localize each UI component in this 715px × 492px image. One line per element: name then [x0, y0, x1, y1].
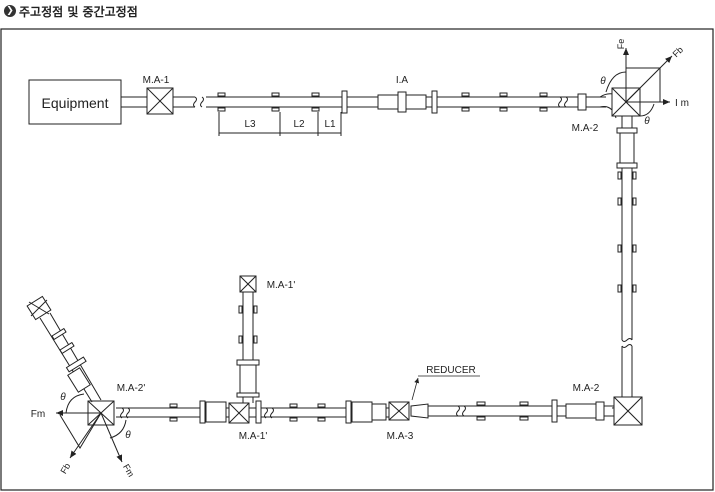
theta-top-2: θ	[644, 116, 650, 127]
ma1-prime-top-label: M.A-1'	[267, 280, 296, 291]
l3-label: L3	[244, 119, 256, 130]
ma2-prime-label: M.A-2'	[117, 383, 146, 394]
l2-label: L2	[293, 119, 305, 130]
ia-label: I.A	[396, 75, 409, 86]
ma1-prime-bottom-label: M.A-1'	[239, 431, 268, 442]
ma1-label: M.A-1	[143, 75, 170, 86]
fb-top-label: Fb	[671, 45, 686, 60]
main-anchor-ma1-prime-bottom	[228, 402, 250, 424]
main-anchor-ma2-bottom	[613, 396, 643, 426]
main-anchor-ma1	[146, 87, 174, 115]
ma2-top-label: M.A-2	[572, 123, 599, 134]
ma3-label: M.A-3	[387, 431, 414, 442]
anchor-diagonal-end	[26, 295, 52, 321]
main-anchor-ma3	[388, 401, 410, 421]
theta-left-2: θ	[125, 430, 131, 441]
fm-bottom-label: Fm	[121, 462, 136, 478]
piping-anchor-diagram: Equipment M.A-1 I.A L3 L2 L1 M.A-2 Fe Fb…	[0, 28, 714, 491]
theta-top-1: θ	[600, 76, 606, 87]
section-title: 주고정점 및 중간고정점	[19, 4, 138, 19]
fb-left-label: Fb	[58, 461, 72, 475]
theta-left-1: θ	[60, 392, 66, 403]
reducer-label: REDUCER	[426, 365, 475, 376]
fm-left-label: Fm	[31, 409, 45, 420]
diagram-frame	[0, 28, 714, 491]
fe-label: Fe	[616, 39, 626, 50]
intermediate-anchor-ia	[377, 91, 427, 113]
chevron-right-circle-icon: ❯	[4, 5, 16, 17]
im-label: I m	[675, 98, 689, 109]
main-anchor-ma1-prime-top	[239, 275, 257, 293]
l1-label: L1	[324, 119, 336, 130]
ma2-bottom-label: M.A-2	[573, 383, 600, 394]
section-header: ❯ 주고정점 및 중간고정점	[4, 2, 138, 20]
equipment-box	[28, 79, 122, 125]
equipment-label: Equipment	[42, 95, 109, 111]
